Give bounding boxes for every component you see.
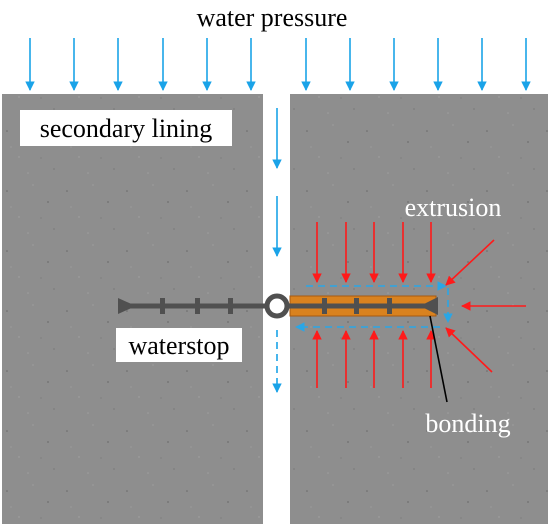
waterstop-rib — [354, 298, 359, 314]
waterstop-label: waterstop — [128, 331, 229, 360]
diagram-title: water pressure — [197, 3, 348, 32]
waterstop-center-bulb — [264, 293, 290, 319]
waterstop-rib — [322, 298, 327, 314]
waterstop-rib — [160, 298, 165, 314]
water-pressure-arrows — [25, 38, 531, 91]
waterstop-left-end — [118, 298, 136, 314]
extrusion-arrows-top — [312, 222, 436, 283]
lining-label: secondary lining — [40, 114, 213, 143]
waterstop-label-box — [116, 328, 242, 362]
lining-label-box — [20, 110, 232, 146]
extrusion-label: extrusion — [405, 193, 502, 222]
waterstop-rib — [387, 298, 392, 314]
waterstop-rib — [228, 298, 233, 314]
bonding-label: bonding — [425, 409, 510, 438]
bonding-leader-line — [429, 315, 448, 403]
waterstop-right-end — [420, 297, 438, 315]
seepage-path-arrows — [295, 281, 453, 332]
extrusion-arrows-end — [445, 239, 526, 373]
waterstop — [118, 293, 438, 319]
left-lining-block — [2, 94, 263, 524]
extrusion-arrows-bottom — [312, 330, 436, 388]
waterstop-rib — [195, 298, 200, 314]
